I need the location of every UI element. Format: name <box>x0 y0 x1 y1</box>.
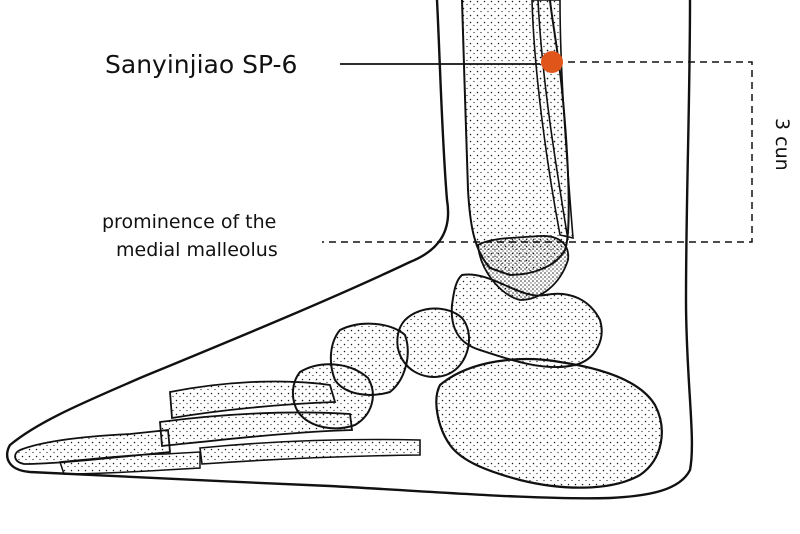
metatarsal-3 <box>199 438 421 465</box>
metatarsal-2 <box>159 411 354 447</box>
metatarsal-1 <box>169 380 337 420</box>
calcaneus-bone <box>435 358 663 489</box>
navicular-bone <box>396 307 471 378</box>
measurement-label: 3 cun <box>771 118 793 171</box>
sanyinjiao-point-marker <box>541 51 563 73</box>
phalanx-second-toe <box>58 451 201 475</box>
measurement-bracket <box>322 61 753 243</box>
leg-skin-outline <box>6 0 694 500</box>
landmark-label-line1: prominence of the <box>102 211 276 233</box>
landmark-label-line2: medial malleolus <box>116 239 278 261</box>
point-name-label: Sanyinjiao SP-6 <box>105 50 297 79</box>
